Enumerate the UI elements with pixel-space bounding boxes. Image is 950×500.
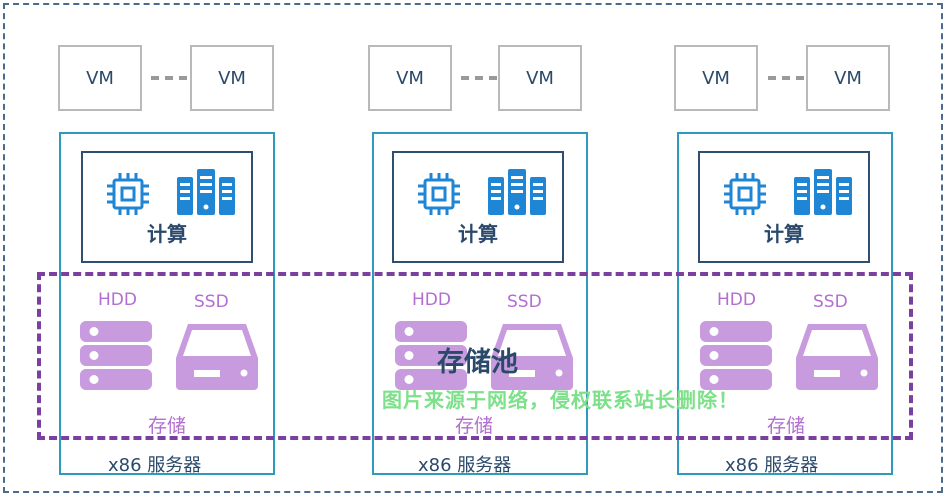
storage-pool-border [37, 272, 913, 440]
compute-label: 计算 [458, 222, 498, 246]
vm-box: VM [498, 45, 582, 111]
vm-box: VM [368, 45, 452, 111]
ellipsis-dots [768, 75, 804, 81]
hdd-label: HDD [98, 290, 137, 310]
storage-label: 存储 [148, 415, 187, 437]
hdd-stack-icon [700, 321, 772, 395]
vm-label: VM [218, 67, 246, 89]
compute-label: 计算 [147, 222, 187, 246]
ellipsis-dots [461, 75, 497, 81]
vm-box: VM [190, 45, 274, 111]
storage-label: 存储 [455, 415, 494, 437]
server-rack-icon [177, 169, 237, 219]
outer-frame [3, 3, 943, 493]
vm-label: VM [86, 67, 114, 89]
ssd-drive-icon [174, 320, 260, 396]
server-label: x86 服务器 [108, 455, 202, 476]
vm-label: VM [834, 67, 862, 89]
server-label: x86 服务器 [725, 455, 819, 476]
vm-box: VM [674, 45, 758, 111]
vm-label: VM [396, 67, 424, 89]
vm-label: VM [526, 67, 554, 89]
ssd-drive-icon [489, 320, 575, 396]
cpu-chip-icon [416, 171, 462, 221]
vm-label: VM [702, 67, 730, 89]
ellipsis-dots [151, 75, 187, 81]
watermark: 图片来源于网络，侵权联系站长删除！ [382, 388, 739, 412]
storage-label: 存储 [767, 415, 806, 437]
cpu-chip-icon [722, 171, 768, 221]
server-rack-icon [488, 169, 548, 219]
compute-box: 计算 [392, 151, 564, 263]
ssd-label: SSD [813, 292, 848, 312]
server-label: x86 服务器 [418, 455, 512, 476]
ssd-label: SSD [194, 292, 229, 312]
storage-pool-label: 存储池 [437, 347, 518, 378]
ssd-label: SSD [507, 292, 542, 312]
hdd-label: HDD [717, 290, 756, 310]
hdd-label: HDD [412, 290, 451, 310]
vm-box: VM [806, 45, 890, 111]
vm-box: VM [58, 45, 142, 111]
compute-box: 计算 [698, 151, 870, 263]
hdd-stack-icon [80, 321, 152, 395]
server-rack-icon [794, 169, 854, 219]
hdd-stack-icon [395, 321, 467, 395]
compute-label: 计算 [764, 222, 804, 246]
cpu-chip-icon [105, 171, 151, 221]
ssd-drive-icon [794, 320, 880, 396]
compute-box: 计算 [81, 151, 253, 263]
